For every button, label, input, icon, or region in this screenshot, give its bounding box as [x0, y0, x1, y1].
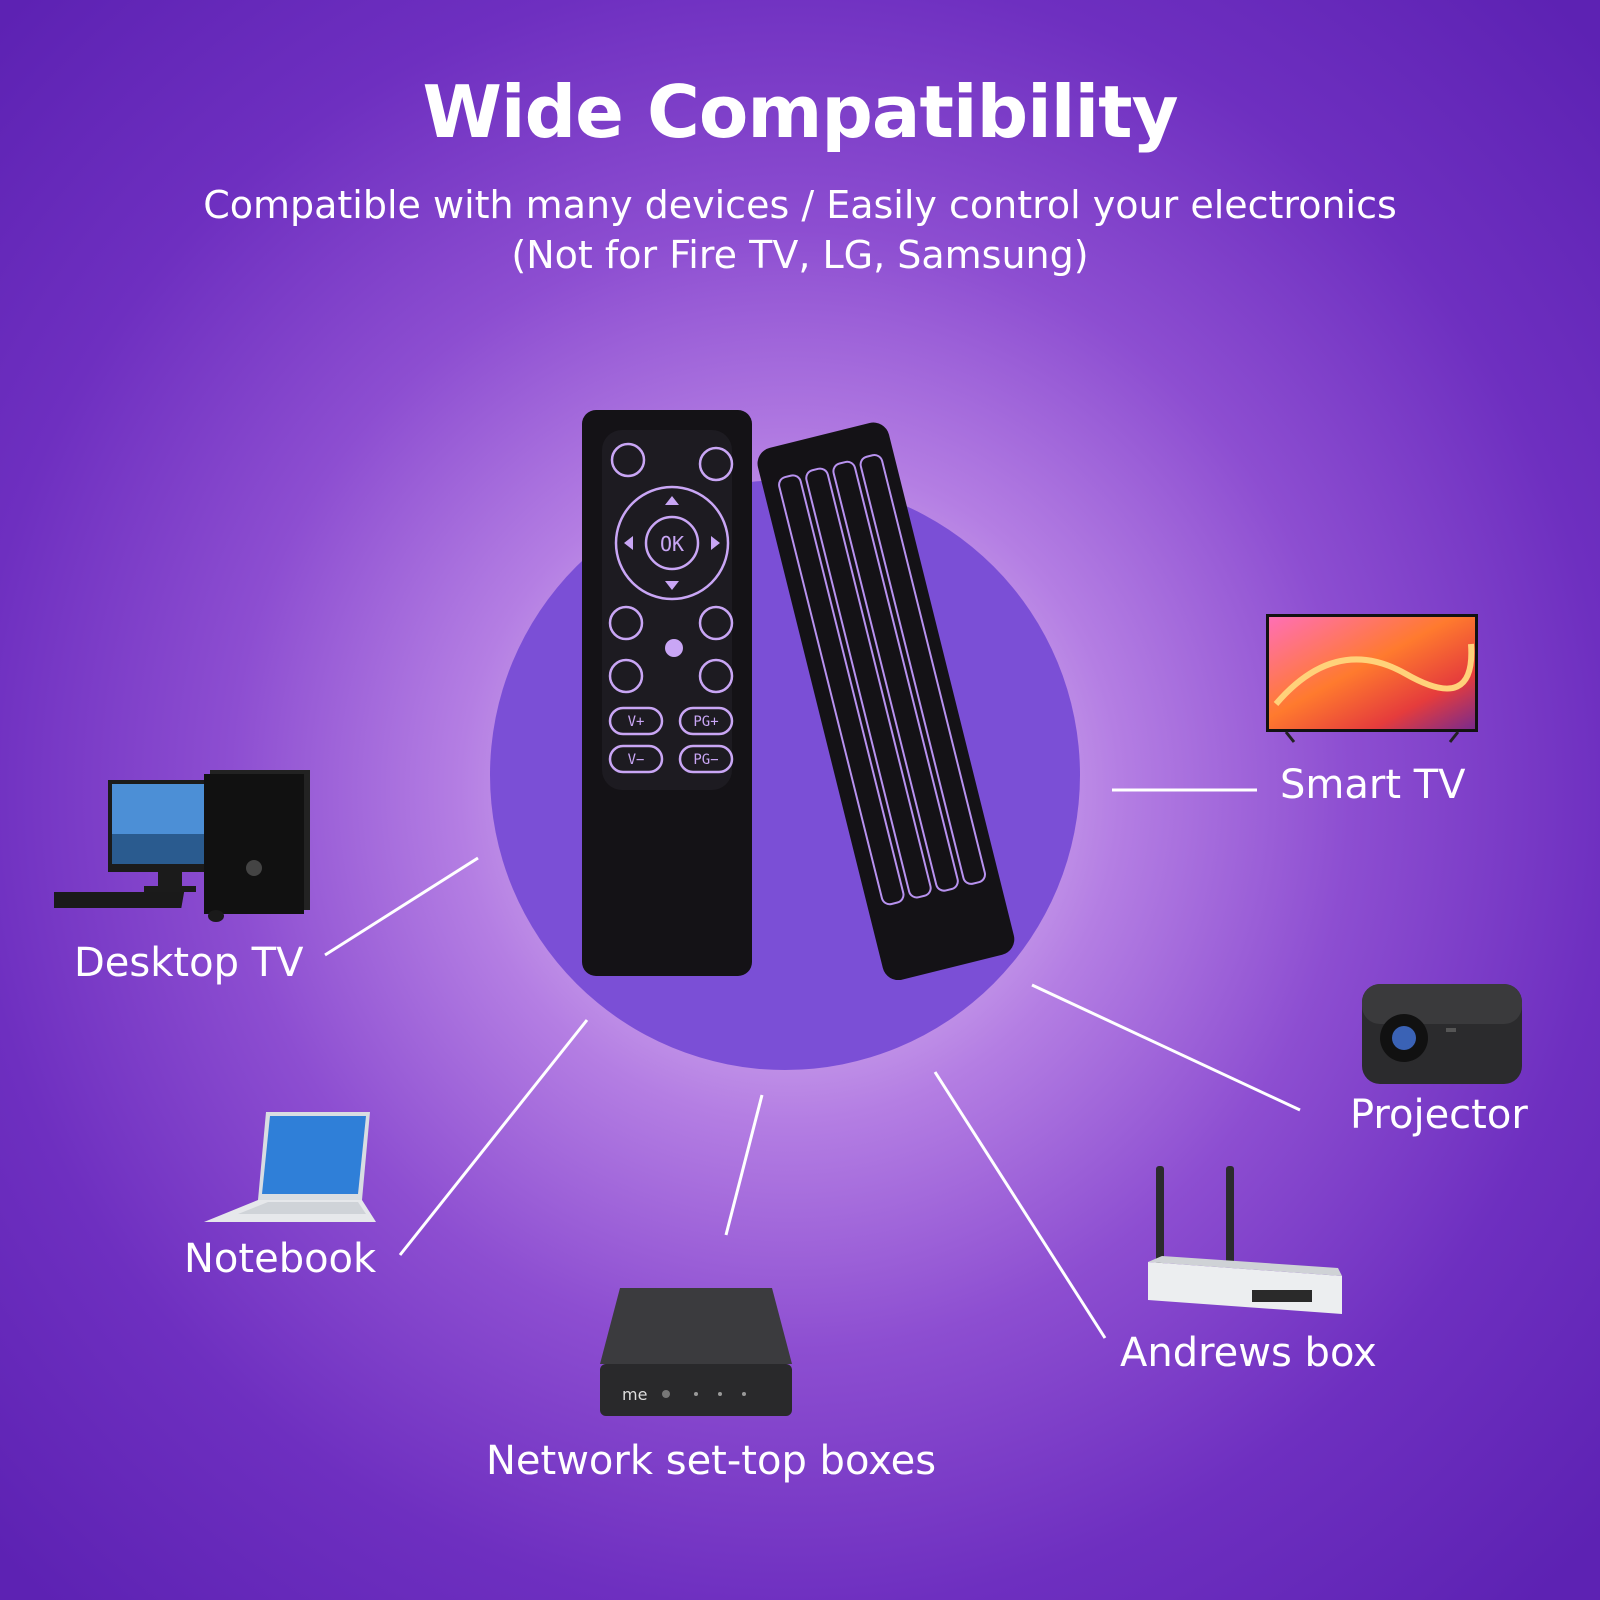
set-top-box-image: me	[600, 1288, 792, 1416]
dpad-right-icon	[711, 536, 720, 550]
projector-image	[1362, 984, 1522, 1084]
vol-down-label: V−	[628, 752, 645, 768]
line-notebook	[398, 1019, 589, 1256]
subtitle-line-1: Compatible with many devices / Easily co…	[203, 183, 1397, 227]
line-andrews-box	[933, 1071, 1107, 1339]
page-down-key	[678, 744, 734, 774]
mute-icon	[698, 605, 734, 641]
home-icon	[608, 605, 644, 641]
label-smart-tv: Smart TV	[1280, 762, 1466, 808]
back-icon	[608, 658, 644, 694]
voice-key-icon	[698, 446, 734, 482]
line-set-top-box	[724, 1094, 764, 1236]
smart-tv-image	[1266, 614, 1478, 743]
dpad-left-icon	[624, 536, 633, 550]
label-notebook: Notebook	[184, 1236, 377, 1282]
menu-icon	[698, 658, 734, 694]
vol-up-key	[608, 706, 664, 736]
notebook-image	[204, 1112, 376, 1222]
label-andrews-box: Andrews box	[1120, 1330, 1377, 1376]
page-subtitle: Compatible with many devices / Easily co…	[0, 180, 1600, 280]
vol-down-key	[608, 744, 664, 774]
assistant-icon	[665, 639, 683, 657]
vol-up-label: V+	[628, 714, 645, 730]
dpad-up-icon	[665, 496, 679, 505]
andrews-box-image	[1148, 1166, 1342, 1314]
ok-label: OK	[660, 532, 684, 556]
dpad-down-icon	[665, 581, 679, 590]
air-mouse-remote: OK V+ PG+ V− PG−	[582, 410, 752, 976]
desktop-pc-image	[54, 770, 310, 922]
page-up-key	[678, 706, 734, 736]
svg-text:me: me	[622, 1385, 647, 1404]
label-projector: Projector	[1350, 1092, 1528, 1138]
subtitle-line-2: (Not for Fire TV, LG, Samsung)	[511, 233, 1089, 277]
line-projector	[1031, 983, 1301, 1112]
label-set-top-box: Network set-top boxes	[486, 1438, 937, 1484]
page-down-label: PG−	[693, 752, 718, 768]
ok-button-ring	[644, 515, 700, 571]
page-up-label: PG+	[693, 714, 718, 730]
line-desktop-tv	[324, 856, 479, 957]
power-icon	[610, 442, 646, 478]
label-desktop-tv: Desktop TV	[74, 940, 304, 986]
page-title: Wide Compatibility	[422, 70, 1178, 154]
keyboard-remote	[757, 422, 1015, 980]
dpad-ring	[614, 485, 730, 601]
